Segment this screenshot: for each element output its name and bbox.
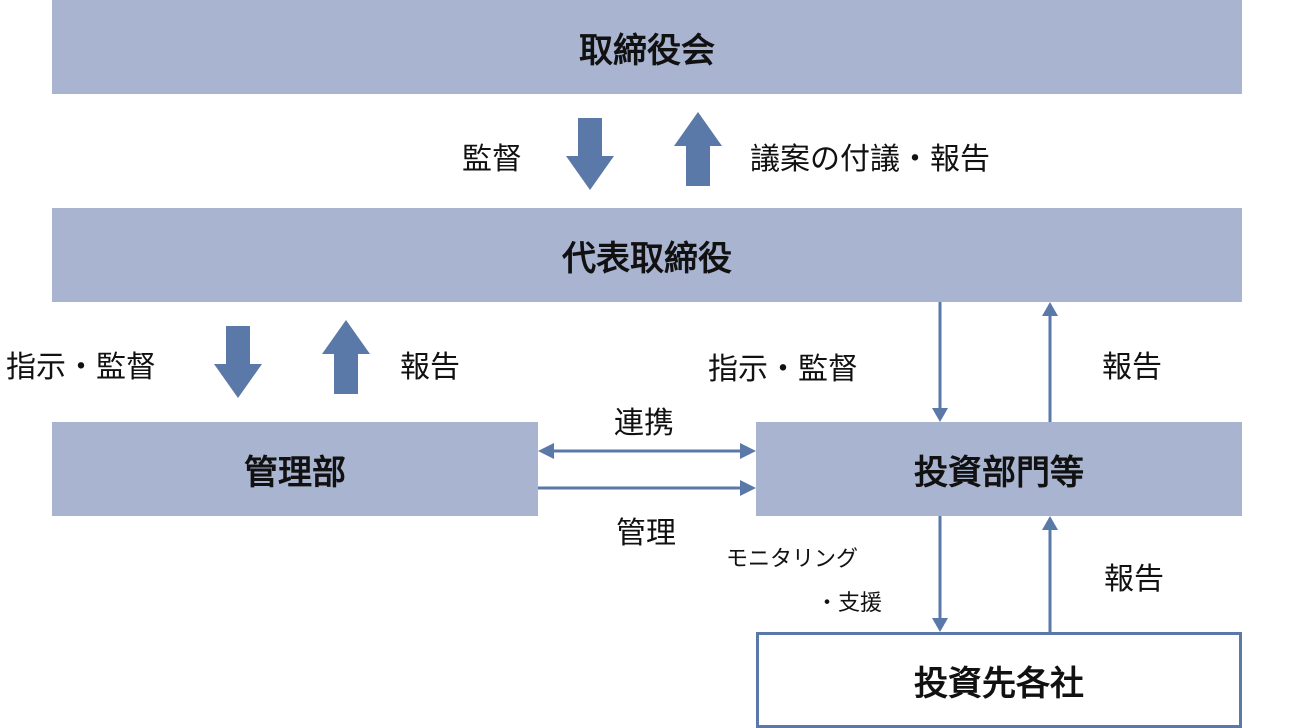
supervise-label: 監督: [462, 142, 522, 177]
supervise-down-arrow: [566, 118, 614, 190]
admin-label: 管理部: [244, 452, 346, 493]
instruct-right-label: 指示・監督: [708, 352, 858, 387]
management-label: 管理: [616, 516, 676, 551]
board-label: 取締役会: [579, 30, 715, 71]
coordination-head-right: [740, 443, 756, 459]
monitoring-head: [932, 618, 948, 632]
proposal-up-arrow: [674, 112, 722, 186]
monitoring-label-line2: ・支援: [816, 591, 883, 616]
instruct-left-label: 指示・監督: [6, 350, 156, 385]
portfolio-box: 投資先各社: [756, 632, 1242, 728]
report-bottom-label: 報告: [1104, 562, 1164, 597]
investment-box: 投資部門等: [756, 422, 1242, 516]
monitoring-label-line1: モニタリング: [726, 547, 859, 572]
ceo-box: 代表取締役: [52, 208, 1242, 302]
admin-box: 管理部: [52, 422, 538, 516]
report-left-label: 報告: [400, 350, 460, 385]
report-right-label: 報告: [1102, 350, 1162, 385]
report-up-arrow: [322, 320, 370, 394]
ceo-label: 代表取締役: [562, 238, 732, 279]
instruct-right-head: [932, 408, 948, 422]
instruct-down-arrow: [214, 326, 262, 398]
board-box: 取締役会: [52, 0, 1242, 94]
portfolio-label: 投資先各社: [914, 663, 1084, 704]
coordination-head-left: [538, 443, 554, 459]
coordination-label: 連携: [614, 406, 674, 441]
report-bottom-head: [1042, 516, 1058, 530]
report-right-head: [1042, 302, 1058, 316]
proposal-report-label: 議案の付議・報告: [750, 142, 990, 177]
management-head: [740, 480, 756, 496]
investment-label: 投資部門等: [914, 452, 1084, 493]
